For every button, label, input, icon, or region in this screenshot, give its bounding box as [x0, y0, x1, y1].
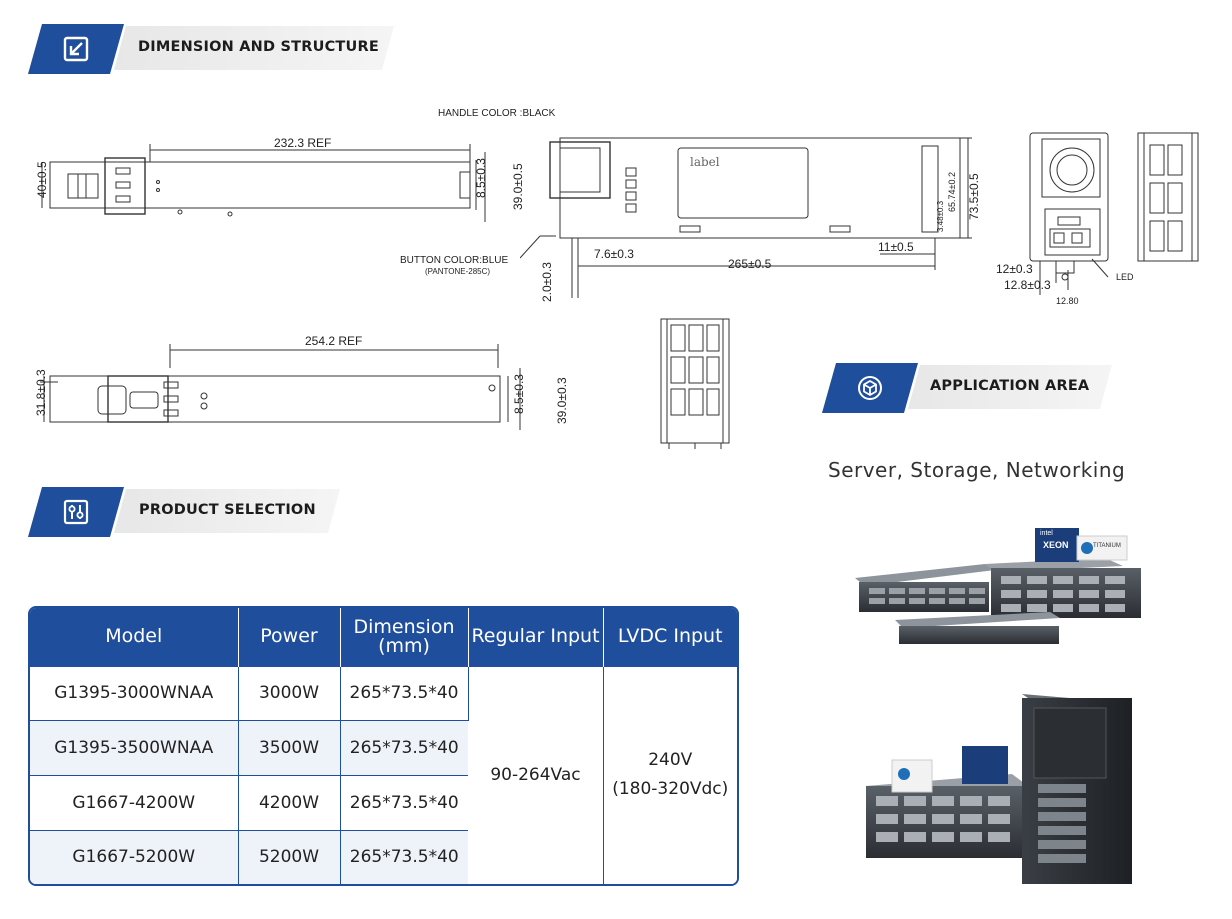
- tower-server-image: [866, 694, 1132, 884]
- header-dimension-line1: Dimension: [353, 615, 455, 638]
- cell-dimension: 265*73.5*40: [340, 665, 469, 721]
- application-text: Server, Storage, Networking: [828, 458, 1126, 482]
- cube-network-icon: [858, 376, 882, 400]
- header-dimension: Dimension (mm): [340, 608, 469, 666]
- front-view-drawing: [1029, 132, 1199, 295]
- dimension-section-header: DIMENSION AND STRUCTURE: [28, 24, 398, 74]
- header-dimension-line2: (mm): [378, 634, 430, 657]
- button-pantone-label: (PANTONE-285C): [425, 267, 491, 276]
- table-row: G1667-5200W 5200W 265*73.5*40: [30, 829, 737, 884]
- cell-model: G1667-5200W: [30, 829, 239, 884]
- sliders-icon: [63, 499, 89, 525]
- dim-end: 11±0.5: [878, 240, 914, 254]
- dim-offset: 7.6±0.3: [594, 247, 634, 261]
- dim-offset-top: 8.5±0.3: [474, 158, 488, 198]
- dim-height-73: 73.5±0.5: [967, 173, 981, 220]
- header-power: Power: [238, 608, 341, 666]
- product-selection-table: Model Power Dimension (mm) Regular Input…: [28, 606, 739, 886]
- lvdc-line2: (180-320Vdc): [612, 779, 729, 800]
- dim-total-height-bottom: 39.0±0.3: [555, 377, 569, 424]
- table-row: G1395-3000WNAA 3000W 265*73.5*40 90-264V…: [30, 665, 737, 884]
- dim-inner: 65.74±0.2: [947, 172, 957, 212]
- dim-front-a: 12±0.3: [996, 262, 1033, 276]
- handle-color-label: HANDLE COLOR :BLACK: [438, 108, 556, 119]
- selection-section-header: PRODUCT SELECTION: [28, 487, 348, 537]
- header-bar: [114, 489, 340, 533]
- table-row: G1395-3500WNAA 3500W 265*73.5*40: [30, 720, 737, 776]
- cell-power: 4200W: [238, 775, 341, 831]
- rear-view-drawing: [660, 318, 730, 449]
- header-accent: [28, 487, 124, 537]
- dim-height-bottom: 31.8±0.3: [34, 369, 48, 416]
- dim-front-b: 12.8±0.3: [1004, 278, 1051, 292]
- top-view-drawing: [520, 137, 972, 298]
- lvdc-line1: 240V: [648, 750, 693, 771]
- resize-arrow-icon: [63, 36, 89, 62]
- intel-badge-product: XEON: [1043, 540, 1069, 550]
- led-label: LED: [1116, 272, 1134, 282]
- cell-power: 3000W: [238, 665, 341, 721]
- cell-model: G1667-4200W: [30, 775, 239, 831]
- dim-width-ref-bottom: 254.2 REF: [305, 334, 363, 348]
- dim-offset-bottom: 8.5±0.3: [512, 374, 526, 414]
- header-model: Model: [30, 608, 239, 666]
- cell-dimension: 265*73.5*40: [340, 829, 468, 884]
- header-lvdc-input: LVDC Input: [603, 608, 737, 666]
- intel-badge-brand: intel: [1040, 530, 1053, 537]
- dim-width-ref-top: 232.3 REF: [274, 136, 332, 150]
- section-title: PRODUCT SELECTION: [139, 502, 316, 518]
- cell-lvdc-input: 240V (180-320Vdc): [603, 665, 737, 884]
- header-regular-input: Regular Input: [468, 608, 604, 666]
- table-row: G1667-4200W 4200W 265*73.5*40: [30, 775, 737, 831]
- table-header-row: Model Power Dimension (mm) Regular Input…: [30, 608, 737, 666]
- cell-model: G1395-3000WNAA: [30, 665, 239, 721]
- header-bar: [908, 365, 1112, 409]
- cell-dimension: 265*73.5*40: [340, 720, 468, 776]
- cell-power: 3500W: [238, 720, 341, 776]
- titanium-badge: TITANIUM: [1093, 543, 1121, 549]
- application-section-header: APPLICATION AREA: [822, 363, 1122, 413]
- cell-model: G1395-3500WNAA: [30, 720, 239, 776]
- dim-front-c: 12.80: [1056, 296, 1079, 306]
- cell-power: 5200W: [238, 829, 341, 884]
- side-view-drawing-bottom: [40, 344, 521, 430]
- dim-thickness: 2.0±0.3: [540, 262, 554, 302]
- dim-length: 265±0.5: [728, 257, 772, 271]
- button-color-label: BUTTON COLOR:BLUE: [400, 255, 509, 266]
- cell-dimension: 265*73.5*40: [340, 775, 468, 831]
- side-view-drawing-top: [41, 144, 486, 222]
- cell-regular-input: 90-264Vac: [468, 665, 604, 884]
- dim-small: 3.48±0.3: [936, 200, 945, 232]
- dim-height-top: 40±0.5: [35, 161, 49, 198]
- section-title: DIMENSION AND STRUCTURE: [138, 39, 379, 55]
- label-placeholder-text: label: [690, 155, 720, 169]
- rack-servers-image: [855, 528, 1141, 644]
- section-title: APPLICATION AREA: [930, 378, 1090, 394]
- header-bar: [114, 26, 394, 70]
